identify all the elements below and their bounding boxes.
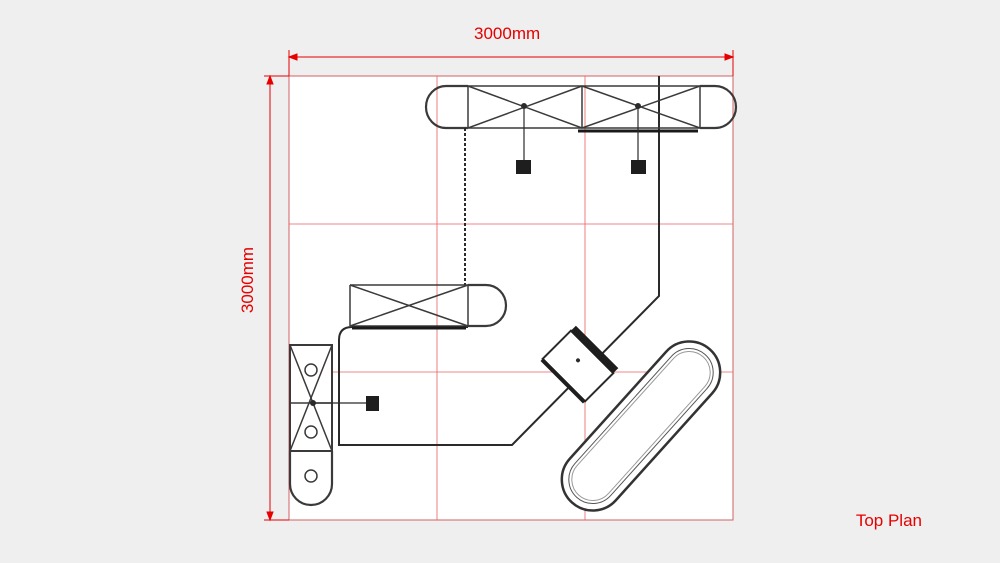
spotlight-right <box>631 103 646 174</box>
display-podium <box>540 325 619 404</box>
left-counter-unit <box>288 344 334 507</box>
height-dimension-line <box>264 74 289 522</box>
height-dimension-label: 3000mm <box>238 246 257 314</box>
top-truss-wall <box>424 84 738 133</box>
width-dimension-label: 3000mm <box>474 24 541 43</box>
spotlight-left <box>516 103 531 174</box>
plan-title: Top Plan <box>855 511 922 530</box>
booth-wall-outline <box>338 76 660 446</box>
middle-truss-wall <box>349 283 508 330</box>
island-counter <box>560 340 722 512</box>
booth-floor <box>288 75 734 521</box>
spotlight-counter <box>310 396 379 411</box>
width-dimension-line <box>287 50 735 76</box>
